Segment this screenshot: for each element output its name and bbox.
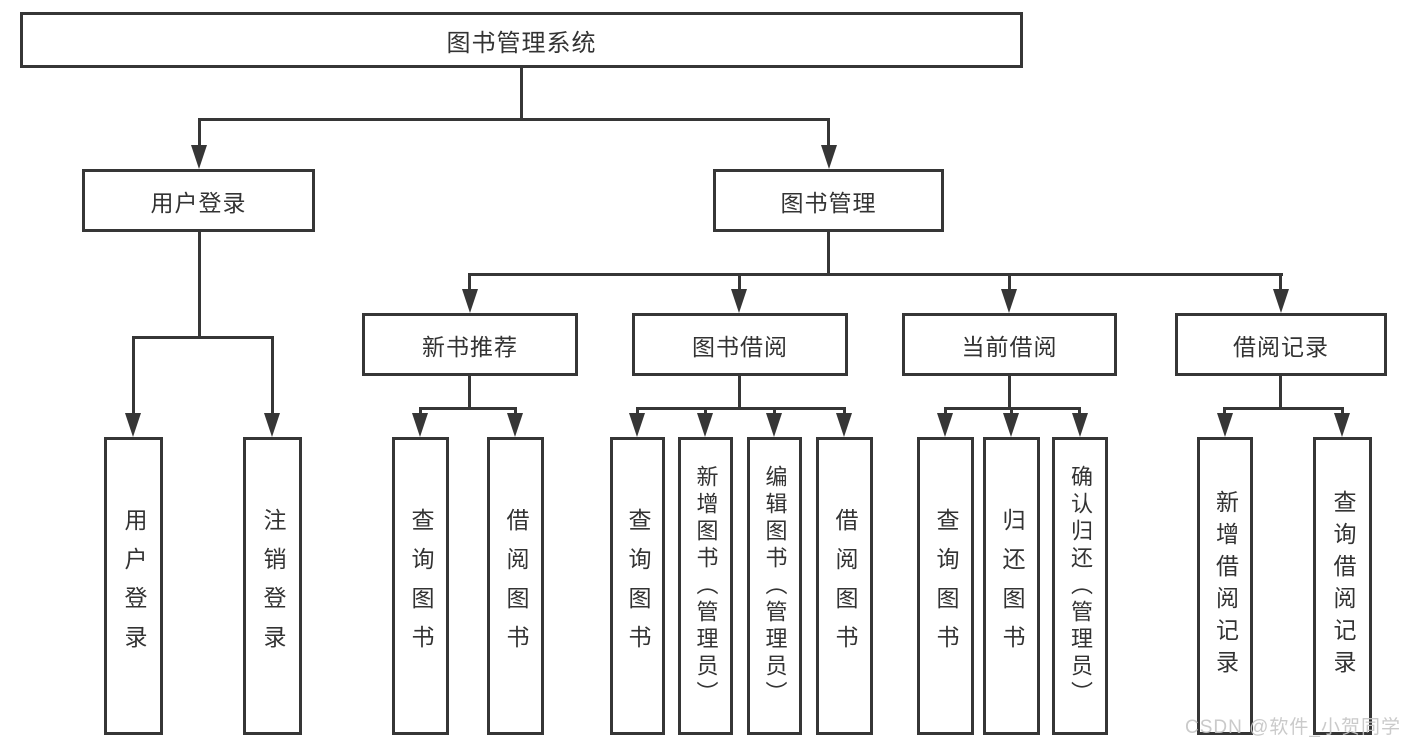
leaf-label: 借阅图书: [503, 508, 529, 664]
connector: [944, 407, 947, 417]
node-user-login: 用户登录: [82, 169, 315, 232]
leaf-label: 借阅图书: [832, 508, 858, 664]
leaf-label: 查询图书: [933, 508, 959, 664]
leaf-query-borrow-record: 查询借阅记录: [1313, 437, 1372, 735]
connector: [419, 407, 422, 417]
leaf-label: 归还图书: [999, 508, 1025, 664]
csdn-watermark: CSDN @软件_小贺同学: [1185, 717, 1401, 738]
leaf-borrow-books: 借阅图书: [816, 437, 873, 735]
connector: [469, 273, 1283, 276]
node-label: 借阅记录: [1233, 333, 1329, 360]
arrow-down-icon: [1003, 413, 1019, 437]
arrow-down-icon: [766, 413, 782, 437]
leaf-edit-books-admin: 编辑图书（管理员）: [747, 437, 802, 735]
arrow-down-icon: [629, 413, 645, 437]
connector: [1279, 376, 1282, 407]
arrow-down-icon: [821, 145, 837, 169]
node-label: 新书推荐: [422, 333, 518, 360]
leaf-label: 查询图书: [625, 508, 651, 664]
leaf-return-books: 归还图书: [983, 437, 1040, 735]
connector: [773, 407, 776, 417]
connector: [514, 407, 517, 417]
node-label: 图书管理: [780, 189, 877, 216]
leaf-label: 注销登录: [260, 508, 286, 664]
arrow-down-icon: [1072, 413, 1088, 437]
arrow-down-icon: [191, 145, 207, 169]
connector: [1008, 273, 1011, 293]
connector: [520, 68, 523, 118]
leaf-user-login: 用户登录: [104, 437, 163, 735]
connector: [132, 336, 273, 339]
leaf-label: 用户登录: [121, 508, 147, 664]
node-label: 当前借阅: [961, 333, 1058, 360]
node-new-book-recommend: 新书推荐: [362, 313, 578, 376]
leaf-add-books-admin: 新增图书（管理员）: [678, 437, 733, 735]
leaf-label: 查询图书: [408, 508, 434, 664]
connector: [827, 118, 830, 148]
leaf-label: 编辑图书（管理员）: [762, 464, 788, 708]
arrow-down-icon: [462, 289, 478, 313]
connector: [636, 407, 639, 417]
leaf-add-borrow-record: 新增借阅记录: [1197, 437, 1253, 735]
connector: [198, 232, 201, 336]
leaf-label: 新增借阅记录: [1212, 490, 1239, 682]
arrow-down-icon: [507, 413, 523, 437]
arrow-down-icon: [125, 413, 141, 437]
node-book-borrow: 图书借阅: [632, 313, 848, 376]
node-label: 图书借阅: [692, 333, 788, 360]
node-book-management: 图书管理: [713, 169, 944, 232]
node-root-label: 图书管理系统: [446, 29, 597, 57]
connector: [1223, 407, 1344, 410]
leaf-label: 确认归还（管理员）: [1068, 464, 1093, 708]
leaf-confirm-return-admin: 确认归还（管理员）: [1052, 437, 1108, 735]
connector: [738, 376, 741, 407]
leaf-query-books: 查询图书: [610, 437, 665, 735]
node-borrow-records: 借阅记录: [1175, 313, 1387, 376]
connector: [843, 407, 846, 417]
connector: [1010, 407, 1013, 417]
leaf-query-books: 查询图书: [392, 437, 449, 735]
connector: [1223, 407, 1226, 417]
node-current-borrow: 当前借阅: [902, 313, 1117, 376]
connector: [419, 407, 517, 410]
connector: [704, 407, 707, 417]
connector: [827, 232, 830, 273]
connector: [636, 407, 846, 410]
leaf-label: 查询借阅记录: [1330, 490, 1356, 682]
leaf-logout: 注销登录: [243, 437, 302, 735]
connector: [198, 118, 830, 121]
connector: [1279, 273, 1282, 293]
arrow-down-icon: [1334, 413, 1350, 437]
leaf-label: 新增图书（管理员）: [693, 464, 719, 708]
connector: [198, 118, 201, 148]
arrow-down-icon: [1001, 289, 1017, 313]
arrow-down-icon: [697, 413, 713, 437]
node-root: 图书管理系统: [20, 12, 1023, 68]
connector: [468, 376, 471, 407]
arrow-down-icon: [412, 413, 428, 437]
connector: [738, 273, 741, 293]
connector: [132, 336, 135, 416]
connector: [1341, 407, 1344, 417]
connector: [271, 336, 274, 416]
connector: [1078, 407, 1081, 417]
node-label: 用户登录: [150, 189, 247, 216]
leaf-borrow-books: 借阅图书: [487, 437, 544, 735]
arrow-down-icon: [264, 413, 280, 437]
arrow-down-icon: [937, 413, 953, 437]
leaf-query-books: 查询图书: [917, 437, 974, 735]
arrow-down-icon: [1217, 413, 1233, 437]
arrow-down-icon: [1273, 289, 1289, 313]
arrow-down-icon: [836, 413, 852, 437]
arrow-down-icon: [731, 289, 747, 313]
connector: [468, 273, 471, 293]
connector: [1008, 376, 1011, 407]
